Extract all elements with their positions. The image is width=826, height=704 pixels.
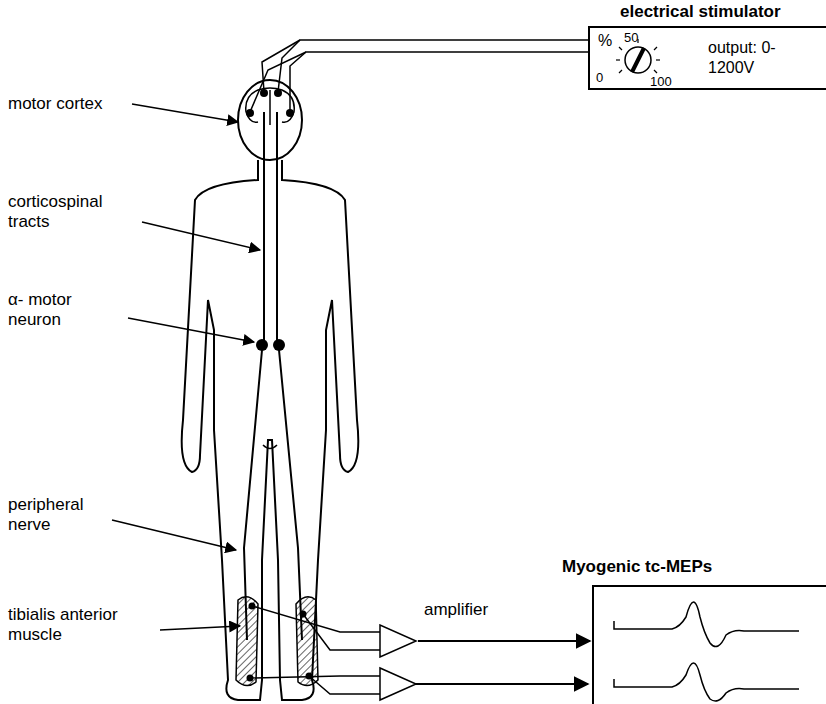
part-label: corticospinal tracts <box>8 192 136 232</box>
stimulator-box: electrical stimulator%500100output: 0-12… <box>588 26 826 90</box>
part-label: α- motor neuron <box>8 290 120 330</box>
stimulator-title: electrical stimulator <box>620 2 781 22</box>
dial-unit: % <box>598 31 612 51</box>
amplifier-symbol <box>378 624 418 658</box>
signal-arrow <box>418 640 590 642</box>
dial-mark: 100 <box>650 72 672 92</box>
output-spec: output: 0-1200V <box>708 38 808 78</box>
amplifier-triangle: amplifier <box>378 624 418 658</box>
part-label: motor cortex <box>8 94 130 114</box>
dial-mark: 50 <box>624 28 638 48</box>
mep-display-box: Myogenic tc-MEPs <box>592 585 826 704</box>
dial-mark: 0 <box>596 68 603 88</box>
mep-title: Myogenic tc-MEPs <box>562 557 712 577</box>
mep-traces <box>594 587 826 704</box>
amplifier-label: amplifier <box>424 600 488 620</box>
part-label: peripheral nerve <box>8 495 106 535</box>
part-label: tibialis anterior muscle <box>8 605 156 645</box>
